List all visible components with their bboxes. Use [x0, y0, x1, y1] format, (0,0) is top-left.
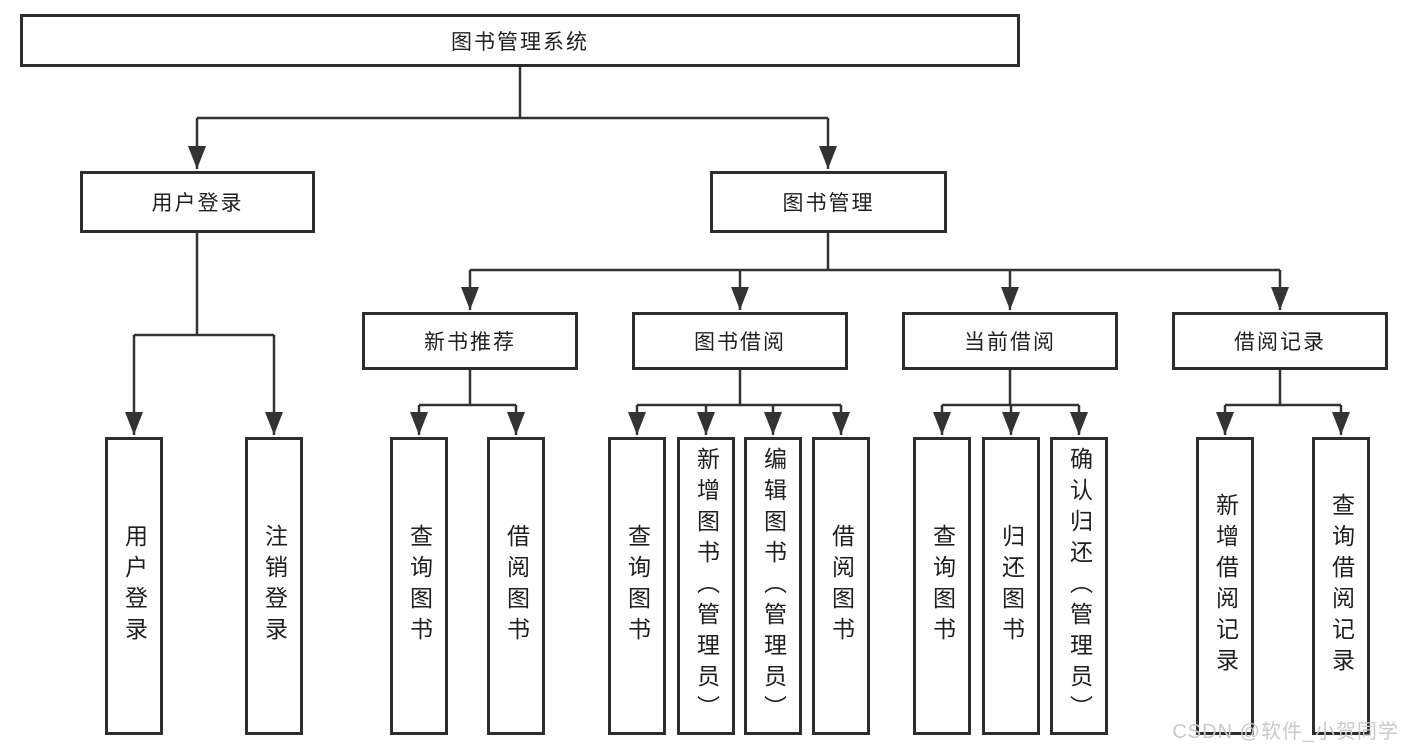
leaf-nbr-borrow-books: 借阅图书	[487, 437, 545, 735]
leaf-bb-add-books-admin: 新增图书（管理员）	[677, 437, 735, 735]
leaf-nbr-query-books-label: 查询图书	[406, 524, 433, 648]
leaf-bb-borrow-books-label: 借阅图书	[828, 524, 855, 648]
csdn-watermark: CSDN @软件_小贺同学	[1172, 721, 1399, 743]
leaf-nbr-query-books: 查询图书	[390, 437, 448, 735]
node-book-management-label: 图书管理	[782, 192, 875, 215]
leaf-cb-confirm-return-admin: 确认归还（管理员）	[1050, 437, 1108, 735]
leaf-br-add-record: 新增借阅记录	[1196, 437, 1254, 735]
leaf-cb-return-books: 归还图书	[982, 437, 1040, 735]
leaf-cb-confirm-return-admin-label: 确认归还（管理员）	[1066, 446, 1093, 726]
leaf-br-query-record-label: 查询借阅记录	[1328, 493, 1355, 679]
node-book-borrow: 图书借阅	[632, 312, 848, 370]
leaf-bb-borrow-books: 借阅图书	[812, 437, 870, 735]
leaf-bb-edit-books-admin-label: 编辑图书（管理员）	[760, 446, 787, 726]
leaf-br-add-record-label: 新增借阅记录	[1212, 493, 1239, 679]
leaf-cb-query-books: 查询图书	[913, 437, 971, 735]
leaf-cb-return-books-label: 归还图书	[998, 524, 1025, 648]
node-borrow-records: 借阅记录	[1172, 312, 1388, 370]
leaf-bb-edit-books-admin: 编辑图书（管理员）	[744, 437, 802, 735]
node-borrow-records-label: 借阅记录	[1234, 331, 1326, 354]
leaf-bb-query-books: 查询图书	[608, 437, 666, 735]
leaf-bb-query-books-label: 查询图书	[624, 524, 651, 648]
node-current-borrow: 当前借阅	[902, 312, 1118, 370]
leaf-logout-label: 注销登录	[261, 524, 288, 648]
node-user-login: 用户登录	[80, 171, 315, 233]
leaf-nbr-borrow-books-label: 借阅图书	[503, 524, 530, 648]
node-library-system: 图书管理系统	[20, 14, 1020, 67]
leaf-cb-query-books-label: 查询图书	[929, 524, 956, 648]
leaf-logout: 注销登录	[245, 437, 303, 735]
leaf-bb-add-books-admin-label: 新增图书（管理员）	[693, 446, 720, 726]
node-user-login-label: 用户登录	[151, 192, 244, 215]
node-book-management: 图书管理	[710, 171, 947, 233]
node-current-borrow-label: 当前借阅	[964, 331, 1056, 354]
node-new-book-recommend-label: 新书推荐	[424, 331, 516, 354]
leaf-user-login: 用户登录	[105, 437, 163, 735]
leaf-user-login-label: 用户登录	[121, 524, 148, 648]
node-book-borrow-label: 图书借阅	[694, 331, 786, 354]
node-new-book-recommend: 新书推荐	[362, 312, 578, 370]
node-library-system-label: 图书管理系统	[451, 30, 589, 54]
leaf-br-query-record: 查询借阅记录	[1312, 437, 1370, 735]
